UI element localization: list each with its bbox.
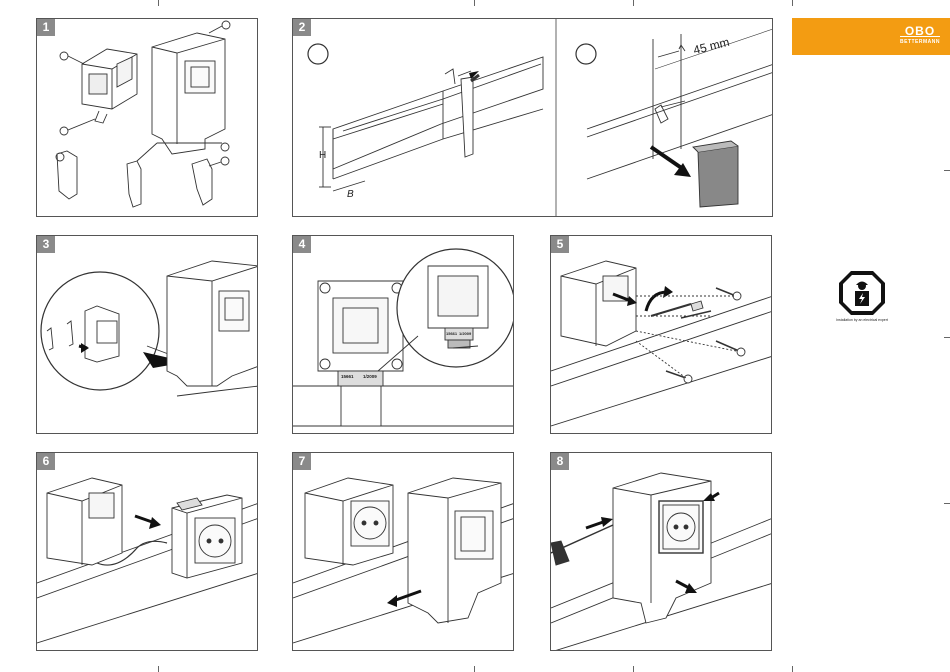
crop-mark [944,503,950,504]
crop-mark [474,0,475,6]
step-number: 8 [551,453,569,470]
step-6-panel: 6 [36,452,258,651]
label-left: 15661 [341,374,354,379]
crop-mark [158,0,159,6]
obo-logo: OBO BETTERMANN [900,26,940,47]
step-2-panel: 2 H B 45 mm [292,18,773,217]
step-8-panel: 8 [550,452,772,651]
crop-mark [792,666,793,672]
step-number: 2 [293,19,311,36]
electrician-warning-icon [836,268,888,316]
step-4-illustration [293,236,514,434]
step-4-panel: 4 15661 1/2009 15661 1/2009 [292,235,514,434]
step-number: 6 [37,453,55,470]
crop-mark [792,0,793,6]
step-number: 5 [551,236,569,253]
step-7-illustration [293,453,514,651]
crop-mark [474,666,475,672]
label-right: 1/2009 [363,374,377,379]
safety-notice: Installation by an electrical expert [836,268,888,330]
width-label: B [347,189,354,200]
step-number: 4 [293,236,311,253]
brand-logo-text: OBO [900,26,940,37]
step-number: 7 [293,453,311,470]
step-3-illustration [37,236,258,434]
step-1-panel: 1 [36,18,258,217]
step-3-panel: 3 [36,235,258,434]
step-5-illustration [551,236,772,434]
crop-mark [633,0,634,6]
step-number: 3 [37,236,55,253]
brand-bar: OBO BETTERMANN [792,18,950,55]
step-number: 1 [37,19,55,36]
label-left-zoom: 15661 [446,331,457,336]
label-right-zoom: 1/2009 [459,331,471,336]
step-5-panel: 5 [550,235,772,434]
height-label: H [319,150,326,161]
step-8-illustration [551,453,772,651]
step-7-panel: 7 [292,452,514,651]
safety-caption: Installation by an electrical expert [830,318,894,322]
brand-tagline: BETTERMANN [900,37,940,47]
crop-mark [944,337,950,338]
step-1-illustration [37,19,258,217]
crop-mark [633,666,634,672]
step-6-illustration [37,453,258,651]
crop-mark [944,170,950,171]
crop-mark [158,666,159,672]
